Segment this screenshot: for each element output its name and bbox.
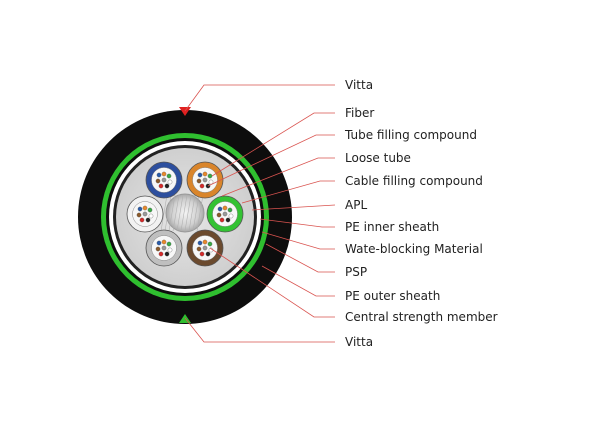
fiber	[161, 245, 167, 251]
fiber	[197, 240, 203, 246]
fiber	[227, 207, 233, 213]
fiber	[155, 246, 161, 252]
leader-line	[184, 317, 335, 343]
fiber	[207, 173, 213, 179]
loose-tube-green	[206, 195, 244, 233]
vitta-marker-top	[179, 107, 191, 116]
leader-line	[221, 157, 335, 197]
leader-line	[261, 265, 335, 297]
loose-tube-brown	[186, 229, 224, 267]
fiber	[202, 239, 208, 245]
fiber	[219, 217, 225, 223]
fiber	[196, 178, 202, 184]
fiber	[164, 183, 170, 189]
fiber	[161, 177, 167, 183]
leader-line	[241, 180, 335, 204]
leader-line	[251, 204, 336, 211]
fiber	[222, 211, 228, 217]
fiber	[164, 251, 170, 257]
fiber	[196, 246, 202, 252]
fiber	[142, 211, 148, 217]
fiber	[148, 213, 154, 219]
fiber	[166, 241, 172, 247]
fiber	[199, 183, 205, 189]
label-fiber: Fiber	[345, 106, 374, 120]
fiber	[202, 177, 208, 183]
fiber	[139, 217, 145, 223]
fiber	[161, 171, 167, 177]
leader-line	[207, 134, 335, 187]
fiber	[161, 239, 167, 245]
label-psp: PSP	[345, 265, 367, 279]
fiber	[137, 206, 143, 212]
central-strength-member-hatch	[160, 194, 204, 232]
loose-tube-orange	[186, 161, 224, 199]
loose-tube-blue	[145, 161, 183, 199]
fiber	[145, 217, 151, 223]
fiber	[207, 241, 213, 247]
fiber	[228, 213, 234, 219]
fiber	[197, 172, 203, 178]
fiber	[225, 217, 231, 223]
leader-line	[184, 84, 335, 112]
fiber	[155, 178, 161, 184]
fiber	[222, 205, 228, 211]
label-tube-filling-compound: Tube filling compound	[344, 128, 477, 142]
fiber	[216, 212, 222, 218]
fiber	[147, 207, 153, 213]
fiber	[142, 205, 148, 211]
fiber	[158, 183, 164, 189]
label-central-strength-member: Central strength member	[345, 310, 498, 324]
leader-lines	[184, 84, 336, 343]
label-pe-inner-sheath: PE inner sheath	[345, 220, 439, 234]
fiber	[156, 172, 162, 178]
leader-line	[265, 243, 335, 273]
loose-tube-grey	[145, 229, 183, 267]
leader-line	[259, 218, 335, 228]
fiber	[202, 171, 208, 177]
label-apl: APL	[345, 198, 367, 212]
label-vitta-top: Vitta	[345, 78, 373, 92]
loose-tube-white	[126, 195, 164, 233]
label-vitta-bottom: Vitta	[345, 335, 373, 349]
label-loose-tube: Loose tube	[345, 151, 411, 165]
leader-line	[261, 231, 335, 250]
fiber	[156, 240, 162, 246]
fiber	[208, 179, 214, 185]
fiber	[202, 245, 208, 251]
leader-line	[209, 247, 335, 318]
fiber	[136, 212, 142, 218]
loose-tubes	[126, 161, 244, 267]
fiber	[199, 251, 205, 257]
fiber	[166, 173, 172, 179]
fiber	[167, 179, 173, 185]
label-cable-filling-compound: Cable filling compound	[345, 174, 483, 188]
label-water-blocking-material: Wate-blocking Material	[345, 242, 483, 256]
label-pe-outer-sheath: PE outer sheath	[345, 289, 440, 303]
leader-line	[211, 112, 335, 177]
fiber	[217, 206, 223, 212]
fiber	[158, 251, 164, 257]
fiber	[205, 251, 211, 257]
fiber	[167, 247, 173, 253]
